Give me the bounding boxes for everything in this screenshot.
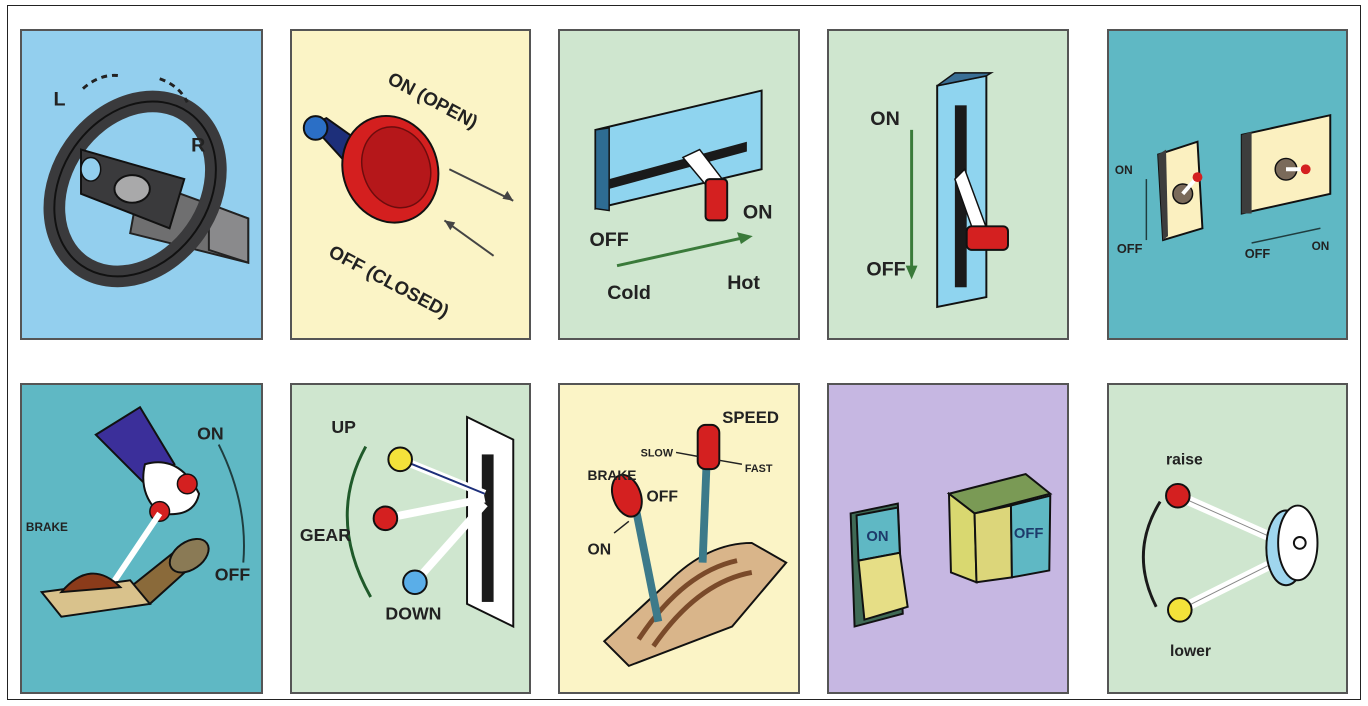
label-hot: Hot [727, 272, 760, 294]
toggle-switch-left-icon [1158, 142, 1202, 240]
gear-lever-icon [374, 417, 514, 626]
label-cold: Cold [607, 282, 651, 304]
panel-raise-lower-lever: raise lower [1107, 383, 1348, 694]
label-off: OFF [590, 229, 629, 251]
label-gear: GEAR [300, 525, 351, 545]
panel-throttle-brake: SPEED SLOW FAST BRAKE OFF ON [558, 383, 800, 694]
label-fast: FAST [745, 463, 773, 475]
panel-steering-wheel: L R [20, 29, 263, 340]
label-on: ON [743, 201, 772, 223]
label-off-right: OFF [1245, 246, 1271, 261]
label-off-left: OFF [1117, 241, 1143, 256]
label-on: ON [870, 108, 899, 130]
label-brake: BRAKE [588, 468, 637, 483]
label-on-left: ON [1115, 163, 1133, 177]
label-raise: raise [1166, 451, 1203, 468]
hand-brake-icon [42, 407, 215, 616]
raise-lower-lever-icon [1166, 484, 1317, 622]
label-off: OFF [647, 489, 679, 506]
label-off: OFF [1014, 526, 1044, 542]
label-on: ON [197, 424, 224, 444]
label-left: L [53, 88, 65, 110]
panel-toggle-switches: ON OFF OFF ON [1107, 29, 1348, 340]
label-slow: SLOW [641, 447, 674, 459]
label-brake: BRAKE [26, 520, 68, 534]
panel-valve-handle: ON (OPEN) OFF (CLOSED) [290, 29, 531, 340]
label-on: ON [588, 542, 612, 559]
toggle-switch-right-icon [1242, 115, 1331, 213]
panel-vertical-lever: ON OFF [827, 29, 1069, 340]
slider-switch-icon [595, 91, 761, 221]
label-off: OFF [866, 258, 905, 280]
label-up: UP [331, 417, 356, 437]
panel-slider-control: OFF ON Cold Hot [558, 29, 800, 340]
valve-handle-icon [304, 102, 453, 236]
panel-gear-lever: UP GEAR DOWN [290, 383, 531, 694]
label-off: OFF [215, 564, 251, 584]
label-lower: lower [1170, 643, 1211, 660]
label-on: ON [866, 529, 888, 545]
label-speed: SPEED [722, 408, 779, 427]
rocker-switch-on-icon: ON [851, 504, 908, 627]
panel-hand-brake: ON OFF BRAKE [20, 383, 263, 694]
rocker-switch-off-icon: OFF [949, 474, 1050, 582]
panel-rocker-switches: ON OFF [827, 383, 1069, 694]
label-off-closed: OFF (CLOSED) [326, 241, 453, 322]
label-on-right: ON [1312, 239, 1330, 253]
vertical-lever-icon [937, 73, 1008, 307]
label-down: DOWN [385, 604, 441, 624]
throttle-brake-icon [604, 425, 786, 666]
label-right: R [191, 135, 205, 157]
